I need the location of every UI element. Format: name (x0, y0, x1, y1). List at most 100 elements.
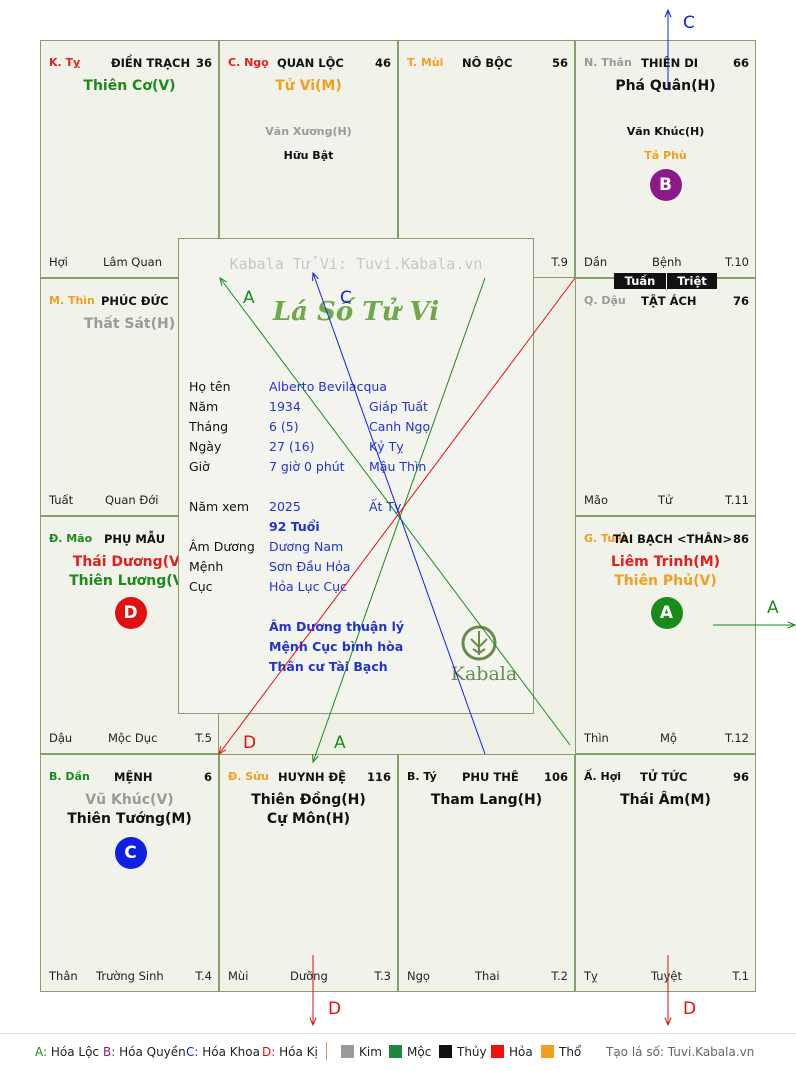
arrow-d-main (218, 277, 576, 755)
heavenly-stem-label: B. Tý (407, 770, 437, 783)
heavenly-stem-label: G. Tuất (584, 532, 628, 545)
main-star: Thái Âm(M) (620, 792, 711, 808)
earthly-branch-label: Thân (49, 969, 78, 983)
palace-age-number: 56 (551, 56, 568, 70)
info-label: Tháng (189, 419, 229, 434)
main-star: Thiên Đồng(H) (251, 792, 366, 808)
palace-name: ĐIỀN TRẠCH (111, 56, 191, 70)
period-label: T.5 (195, 731, 212, 745)
palace-age-number: 76 (732, 294, 749, 308)
element-swatch-3 (491, 1045, 504, 1058)
palace-age-number: 106 (543, 770, 568, 784)
palace-name: TÀI BẠCH <THÂN> (613, 532, 733, 546)
info-value: 1934 (269, 399, 301, 414)
element-name: Thổ (559, 1045, 582, 1059)
arrow-d-external-left-head (309, 1017, 317, 1027)
info-label: Âm Dương (189, 539, 255, 554)
chart-note: Thân cư Tài Bạch (269, 659, 388, 674)
palace-name: PHÚC ĐỨC (101, 294, 169, 308)
main-star: Thiên Cơ(V) (83, 78, 176, 94)
arrow-a-label-right: A (767, 598, 779, 618)
earthly-branch-label: Hợi (49, 255, 68, 269)
transformation-badge-a: A (650, 597, 683, 629)
palace-age-number: 6 (203, 770, 212, 784)
heavenly-stem-label: Ấ. Hợi (584, 770, 622, 783)
legend-text: Hóa Kị (275, 1045, 318, 1059)
period-label: T.9 (551, 255, 568, 269)
arrow-c-main-head (312, 271, 319, 282)
chart-note: Âm Dương thuận lý (269, 619, 405, 634)
arrow-a-secondary-head (312, 753, 319, 764)
palace-name: THIÊN DI (641, 56, 699, 70)
info-label: Năm (189, 399, 219, 414)
credit-link[interactable]: Tạo lá số: Tuvi.Kabala.vn (606, 1045, 755, 1059)
info-value: Hỏa Lục Cục (269, 579, 347, 594)
main-star: Thái Dương(V) (72, 554, 187, 570)
legend-item: A: Hóa Lộc (35, 1045, 99, 1059)
arrow-a-label-bottom: A (334, 733, 346, 753)
info-label: Ngày (189, 439, 222, 454)
heavenly-stem-label: T. Mùi (407, 56, 444, 69)
arrow-a-label: A (243, 288, 255, 308)
element-swatch-1 (389, 1045, 402, 1058)
center-info-panel: Kabala Tử Vi: Tuvi.Kabala.vn Lá Số Tử Vi… (178, 238, 534, 714)
arrow-d-label: D (243, 733, 256, 753)
life-stage-label: Tử (658, 493, 673, 507)
period-label: T.10 (725, 255, 749, 269)
life-stage-label: Lâm Quan (103, 255, 162, 269)
palace-age-number: 96 (732, 770, 749, 784)
minor-star: Tả Phù (644, 149, 687, 162)
palace-name: TẬT ÁCH (641, 294, 697, 308)
info-value: 6 (5) (269, 419, 299, 434)
earthly-branch-label: Mão (584, 493, 609, 507)
legend-text: Hóa Lộc (47, 1045, 100, 1059)
info-label: Họ tên (189, 379, 231, 394)
earthly-branch-label: Mùi (228, 969, 249, 983)
heavenly-stem-label: M. Thìn (49, 294, 95, 307)
period-label: T.12 (725, 731, 749, 745)
info-canchi-value: Ất Tỵ (369, 499, 402, 514)
earthly-branch-label: Tuất (49, 493, 74, 507)
main-star: Tham Lang(H) (430, 792, 543, 808)
palace-age-number: 36 (195, 56, 212, 70)
period-label: T.3 (374, 969, 391, 983)
element-swatch-4 (541, 1045, 554, 1058)
palace-name: MỆNH (114, 770, 153, 784)
life-stage-label: Trường Sinh (96, 969, 164, 983)
legend-key: B: (103, 1045, 116, 1059)
main-star: Phá Quân(H) (615, 78, 716, 94)
info-canchi-value: Giáp Tuất (369, 399, 428, 414)
heavenly-stem-label: N. Thân (584, 56, 632, 69)
legend-item: D: Hóa Kị (262, 1045, 318, 1059)
legend-divider (326, 1042, 327, 1060)
arrow-c-label-top: C (683, 13, 695, 33)
palace-age-number: 86 (732, 532, 749, 546)
info-value: 92 Tuổi (269, 519, 320, 534)
info-value: 7 giờ 0 phút (269, 459, 345, 474)
legend-item: C: Hóa Khoa (186, 1045, 260, 1059)
palace-name: PHỤ MẪU (104, 532, 166, 546)
info-value: Sơn Đầu Hỏa (269, 559, 351, 574)
main-star: Cự Môn(H) (266, 811, 351, 827)
arrow-a-main (219, 277, 571, 746)
period-label: T.4 (195, 969, 212, 983)
watermark-text: Kabala Tử Vi: Tuvi.Kabala.vn (229, 255, 483, 273)
info-label: Cục (189, 579, 213, 594)
palace-name: QUAN LỘC (277, 56, 344, 70)
life-stage-label: Mộc Dục (108, 731, 158, 745)
palace-age-number: 116 (366, 770, 391, 784)
info-value: 27 (16) (269, 439, 315, 454)
legend-item: B: Hóa Quyền (103, 1045, 186, 1059)
arrow-a-main-head (219, 276, 228, 286)
kabala-logo: Kabala (449, 621, 517, 691)
period-label: T.11 (725, 493, 749, 507)
